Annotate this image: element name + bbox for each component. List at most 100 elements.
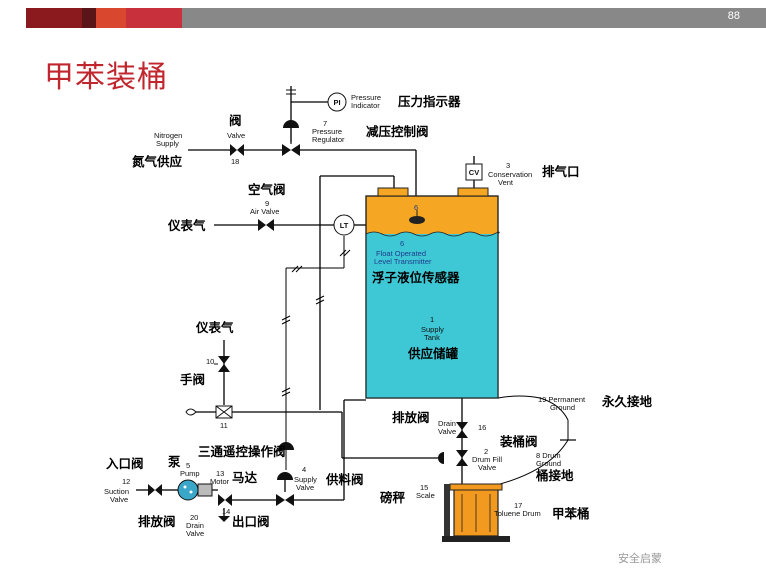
pump-dot-2 bbox=[189, 490, 193, 494]
drum-en: Toluene Drum bbox=[494, 509, 541, 518]
page-number: 88 bbox=[727, 10, 740, 22]
float-en-1: Float Operated bbox=[376, 249, 426, 258]
inlet-valve-num: 12 bbox=[122, 477, 130, 486]
supply-valve-num: 4 bbox=[302, 465, 306, 474]
instrument-air-1-cn: 仪表气 bbox=[167, 218, 206, 233]
drum-fill-num: 2 bbox=[484, 447, 488, 456]
drum-ground-en-1: 8 Drum bbox=[536, 451, 561, 460]
drum-cn: 甲苯桶 bbox=[552, 506, 590, 521]
scale-cn: 磅秤 bbox=[380, 490, 406, 505]
top-bar: 88 bbox=[0, 8, 766, 28]
drain-valve-16-icon[interactable] bbox=[456, 422, 468, 438]
drum-fill-en-2: Valve bbox=[478, 463, 496, 472]
ground-19-en-1: 19 Permanent bbox=[538, 395, 586, 404]
motor-cn: 马达 bbox=[232, 470, 258, 485]
valve-11-icon[interactable] bbox=[215, 405, 233, 419]
inlet-valve-cn: 入口阀 bbox=[106, 456, 144, 471]
nitrogen-label-en-2: Supply bbox=[156, 139, 179, 148]
inlet-valve-en-2: Valve bbox=[110, 495, 128, 504]
tank-en-2: Tank bbox=[424, 333, 440, 342]
vent-en-1: Conservation bbox=[488, 170, 532, 179]
tank-nozzle-left bbox=[377, 187, 409, 197]
tank-outline bbox=[365, 195, 499, 399]
hand-valve-cn: 手阀 bbox=[180, 372, 205, 387]
drain-20-cn: 排放阀 bbox=[138, 514, 176, 529]
signal-mark-2 bbox=[339, 249, 351, 257]
vent-cn: 排气口 bbox=[542, 164, 580, 179]
pump-dot-1 bbox=[183, 485, 187, 489]
scale-post bbox=[444, 484, 450, 536]
valve-18-cn: 阀 bbox=[229, 113, 242, 128]
float-cn: 浮子液位传感器 bbox=[372, 270, 460, 285]
pi-symbol: PI bbox=[333, 98, 340, 107]
suction-valve-icon[interactable] bbox=[148, 484, 162, 496]
air-end-icon bbox=[185, 408, 197, 416]
pressure-regulator-icon[interactable] bbox=[282, 89, 300, 156]
discharge-valve-icon[interactable] bbox=[218, 494, 232, 506]
air-valve-icon[interactable] bbox=[258, 219, 274, 231]
valve-11-num: 11 bbox=[220, 421, 228, 430]
instrument-air-2-cn: 仪表气 bbox=[195, 320, 234, 335]
drain-16-en-2: Valve bbox=[438, 427, 456, 436]
drum-fill-valve-icon[interactable] bbox=[438, 450, 468, 466]
hand-valve-icon[interactable] bbox=[214, 356, 230, 372]
tank-nozzle-right bbox=[457, 187, 489, 197]
drain-valve-20-icon[interactable] bbox=[218, 516, 230, 522]
signal-mark-3 bbox=[281, 315, 291, 325]
scale-en: Scale bbox=[416, 491, 435, 500]
drum-lid bbox=[449, 483, 503, 491]
motor-num: 13 bbox=[216, 469, 224, 478]
regulator-en-2: Regulator bbox=[312, 135, 345, 144]
drain-16-en-1: Drain bbox=[438, 419, 456, 428]
bar-segment-1 bbox=[26, 8, 82, 28]
float-element-num: 6 bbox=[414, 203, 418, 212]
drain-20-num: 20 bbox=[190, 513, 198, 522]
conservation-vent-icon bbox=[465, 163, 483, 181]
drain-16-num: 16 bbox=[478, 423, 486, 432]
tank-cn: 供应储罐 bbox=[407, 346, 459, 361]
regulator-cn: 减压控制阀 bbox=[366, 124, 429, 139]
scale-num: 15 bbox=[420, 483, 428, 492]
float-num: 6 bbox=[400, 239, 404, 248]
supply-valve-icon[interactable] bbox=[276, 472, 294, 506]
inlet-valve-en-1: Suction bbox=[104, 487, 129, 496]
cv-symbol: CV bbox=[469, 168, 479, 177]
pi-en-1: Pressure bbox=[351, 93, 381, 102]
pi-cn: 压力指示器 bbox=[398, 94, 461, 109]
drum-fill-en-1: Drum Fill bbox=[472, 455, 502, 464]
valve-18-num: 18 bbox=[231, 157, 239, 166]
drain-20-en-2: Valve bbox=[186, 529, 204, 538]
hand-valve-num: 10 bbox=[206, 357, 214, 366]
bar-segment-2 bbox=[82, 8, 96, 28]
tank-en-1: Supply bbox=[421, 325, 444, 334]
supply-valve-en-1: Supply bbox=[294, 475, 317, 484]
lt-symbol: LT bbox=[340, 221, 349, 230]
regulator-en-1: Pressure bbox=[312, 127, 342, 136]
valve-18-icon[interactable] bbox=[230, 144, 244, 156]
signal-mark-4 bbox=[281, 387, 291, 397]
nitrogen-label-cn: 氮气供应 bbox=[132, 154, 183, 169]
ground-19-en-2: Ground bbox=[550, 403, 575, 412]
supply-valve-cn: 供料阀 bbox=[325, 472, 364, 487]
motor-en: Motor bbox=[210, 477, 230, 486]
air-valve-num: 9 bbox=[265, 199, 269, 208]
valve-18-en: Valve bbox=[227, 131, 245, 140]
ground-wire-2 bbox=[499, 420, 569, 485]
float-en-2: Level Transmitter bbox=[374, 257, 432, 266]
discharge-cn: 出口阀 bbox=[232, 514, 270, 529]
drum-ground-cn: 桶接地 bbox=[535, 468, 574, 483]
discharge-num: 14 bbox=[222, 507, 230, 516]
nitrogen-label-en-1: Nitrogen bbox=[154, 131, 182, 140]
air-valve-en: Air Valve bbox=[250, 207, 279, 216]
supply-valve-en-2: Valve bbox=[296, 483, 314, 492]
pump-en: Pump bbox=[180, 469, 200, 478]
pi-en-2: Indicator bbox=[351, 101, 380, 110]
ground-wire-1 bbox=[497, 395, 569, 421]
drum-num: 17 bbox=[514, 501, 522, 510]
tank-num: 1 bbox=[430, 315, 434, 324]
scale-platform bbox=[442, 536, 510, 542]
pressure-indicator-icon bbox=[327, 92, 347, 112]
pump-cn: 泵 bbox=[168, 454, 181, 469]
three-way-valve-icon[interactable] bbox=[278, 442, 294, 450]
drain-20-en-1: Drain bbox=[186, 521, 204, 530]
